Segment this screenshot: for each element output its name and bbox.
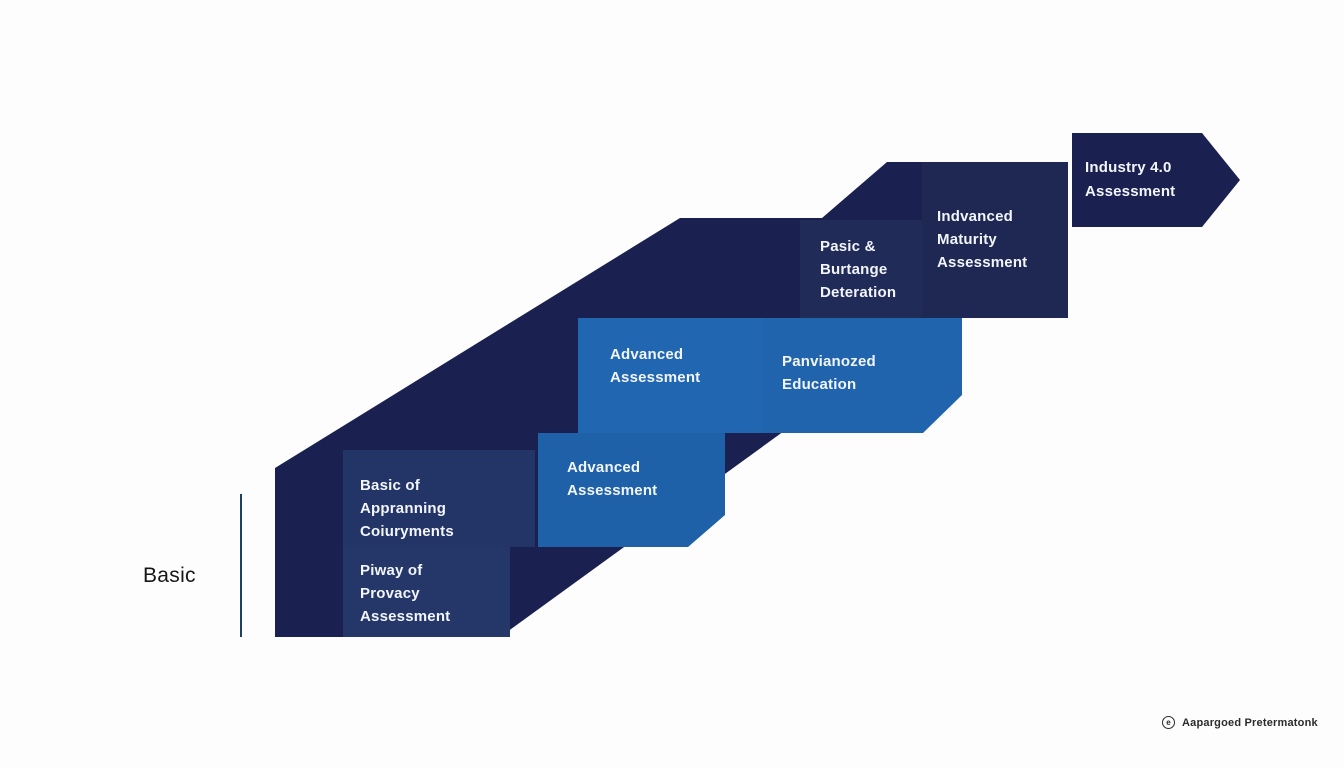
step-piway-of-provacy: Piway of Provacy Assessment — [343, 547, 510, 637]
watermark-text: Aapargoed Pretermatonk — [1182, 716, 1318, 729]
step-label: Advanced Assessment — [610, 346, 701, 386]
step-panvianozed-education: Panvianozed Education — [762, 318, 962, 433]
circled-e-icon: e — [1162, 716, 1175, 729]
step-advanced-assessment-lower: Advanced Assessment — [538, 433, 725, 547]
step-label: Advanced Assessment — [567, 459, 658, 499]
step-indvanced-maturity-assessment: Indvanced Maturity Assessment — [922, 162, 1068, 318]
step-label: Pasic & Burtange Deteration — [820, 238, 897, 301]
arrow-label: Industry 4.0 Assessment — [1085, 159, 1176, 200]
step-pasic-burtange-deteration: Pasic & Burtange Deteration — [800, 220, 922, 318]
axis-label-basic: Basic — [143, 564, 196, 587]
step-label: Panvianozed Education — [782, 353, 876, 393]
industry-4-0-arrow: Industry 4.0 Assessment — [1072, 133, 1240, 227]
step-label: Piway of Provacy Assessment — [360, 562, 451, 625]
step-label: Indvanced Maturity Assessment — [937, 208, 1028, 271]
watermark: e Aapargoed Pretermatonk — [1162, 716, 1318, 729]
axis-vertical-rule — [240, 494, 242, 637]
step-label: Basic of Appranning Coiuryments — [360, 477, 454, 540]
step-advanced-assessment-upper: Advanced Assessment — [578, 318, 762, 433]
step-basic-of-appranning: Basic of Appranning Coiuryments — [343, 450, 535, 547]
